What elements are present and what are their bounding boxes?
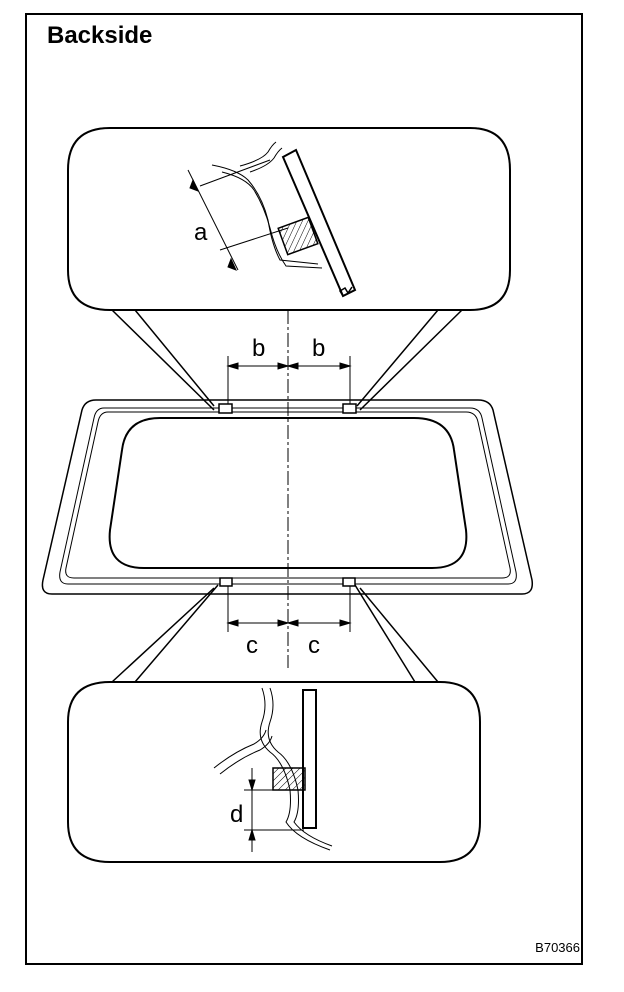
windshield xyxy=(41,399,534,595)
label-a: a xyxy=(194,219,208,246)
top-detail-body xyxy=(211,141,323,269)
bottom-detail-body xyxy=(213,687,333,851)
figure-frame xyxy=(25,13,583,965)
figure-title: Backside xyxy=(47,22,153,49)
dimension-a xyxy=(187,159,289,271)
label-b-right: b xyxy=(312,335,325,362)
label-d: d xyxy=(230,801,243,828)
dimension-d xyxy=(244,768,304,852)
top-callout: a xyxy=(67,127,511,411)
dimension-c xyxy=(226,586,352,632)
label-b-left: b xyxy=(252,335,265,362)
dimension-b xyxy=(226,356,352,404)
bottom-callout: d xyxy=(67,584,481,863)
bottom-clip-hatched xyxy=(272,767,306,791)
label-c-left: c xyxy=(246,632,258,659)
figure-code: B70366 xyxy=(535,940,580,955)
bottom-detail-glass xyxy=(302,689,317,829)
top-clip-hatched xyxy=(277,216,319,256)
top-detail-glass xyxy=(281,148,357,298)
label-c-right: c xyxy=(308,632,320,659)
windshield-clips xyxy=(218,403,357,587)
